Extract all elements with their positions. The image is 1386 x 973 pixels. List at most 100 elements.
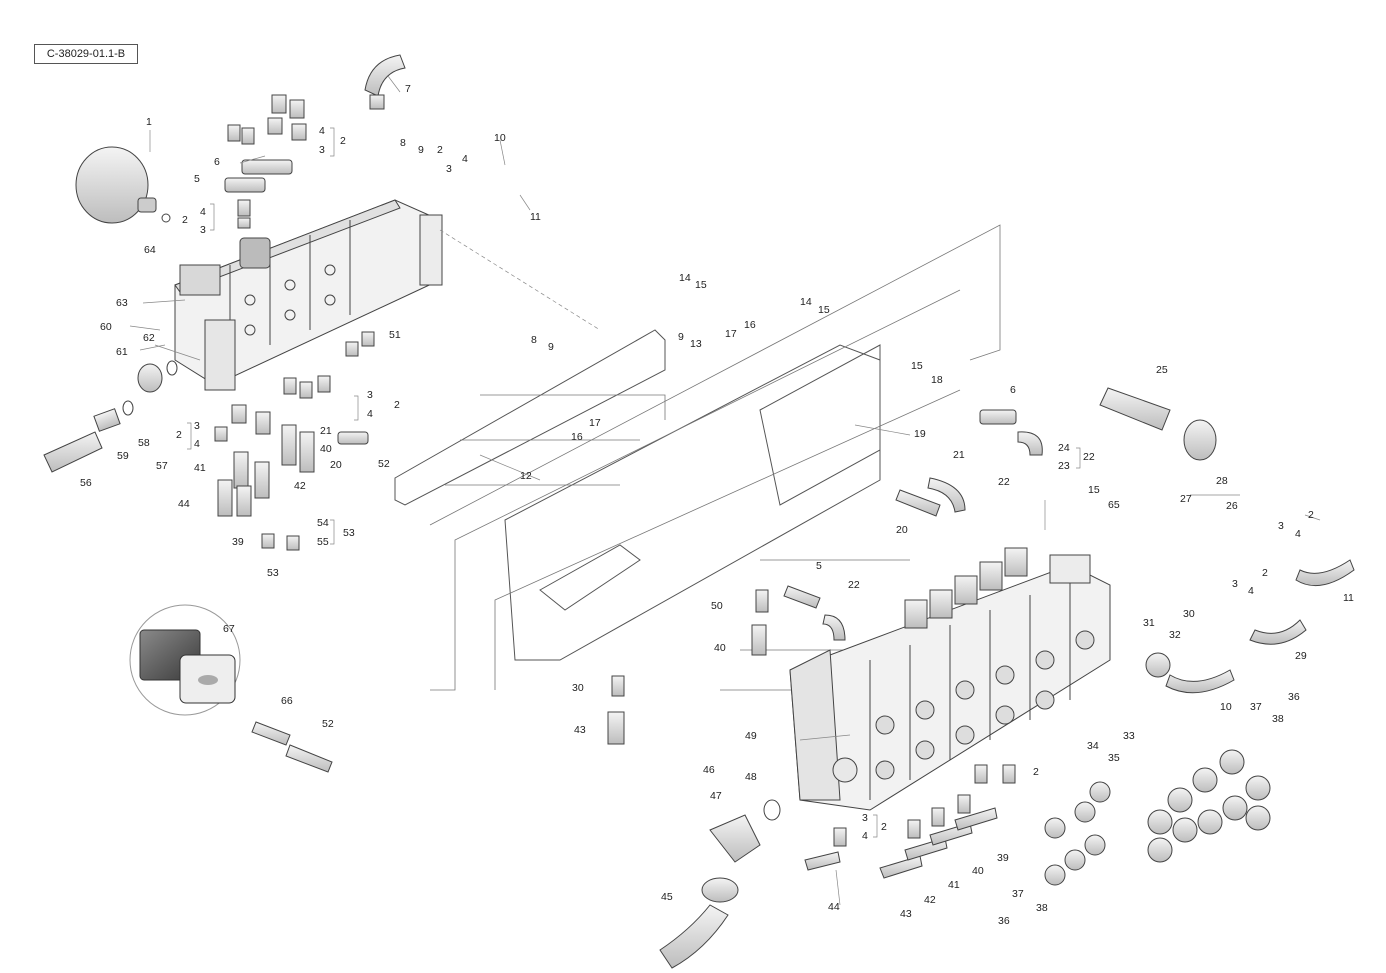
callout-25: 25	[1156, 364, 1168, 376]
callout-18: 18	[931, 374, 943, 386]
adapter-66	[251, 721, 333, 773]
callout-19: 19	[914, 428, 926, 440]
callout-40: 40	[972, 865, 984, 877]
callout-5: 5	[194, 173, 200, 185]
callout-3: 3	[1232, 578, 1238, 590]
callout-2: 2	[1262, 567, 1268, 579]
callout-46: 46	[703, 764, 715, 776]
callout-67: 67	[223, 623, 235, 635]
callout-22: 22	[848, 579, 860, 591]
callout-37: 37	[1250, 701, 1262, 713]
left-fittings	[214, 331, 375, 551]
callout-2: 2	[340, 135, 346, 147]
callout-4: 4	[1248, 585, 1254, 597]
callout-17: 17	[725, 328, 737, 340]
callout-11: 11	[530, 211, 541, 223]
callout-45: 45	[661, 891, 673, 903]
callout-30: 30	[1183, 608, 1195, 620]
callout-8: 8	[400, 137, 406, 149]
callout-brackets	[187, 127, 1081, 838]
callout-31: 31	[1143, 617, 1155, 629]
callout-9: 9	[548, 341, 554, 353]
callout-20: 20	[330, 459, 342, 471]
callout-4: 4	[862, 830, 868, 842]
right-plugs	[1044, 652, 1271, 886]
upper-valve-block	[174, 199, 443, 391]
callout-49: 49	[745, 730, 757, 742]
callout-2: 2	[182, 214, 188, 226]
callout-43: 43	[900, 908, 912, 920]
callout-53: 53	[343, 527, 355, 539]
callout-2: 2	[1308, 509, 1314, 521]
callout-48: 48	[745, 771, 757, 783]
lower-elbow-hose	[659, 799, 781, 969]
callout-61: 61	[116, 346, 128, 358]
callout-2: 2	[437, 144, 443, 156]
callout-15: 15	[1088, 484, 1100, 496]
callout-39: 39	[997, 852, 1009, 864]
callout-37: 37	[1012, 888, 1024, 900]
callout-66: 66	[281, 695, 293, 707]
callout-6: 6	[1010, 384, 1016, 396]
callout-40: 40	[320, 443, 332, 455]
callout-4: 4	[367, 408, 373, 420]
callout-38: 38	[1272, 713, 1284, 725]
callout-3: 3	[194, 420, 200, 432]
callout-41: 41	[194, 462, 206, 474]
callout-13: 13	[690, 338, 702, 350]
callout-3: 3	[446, 163, 452, 175]
callout-38: 38	[1036, 902, 1048, 914]
callout-16: 16	[571, 431, 583, 443]
callout-26: 26	[1226, 500, 1238, 512]
callout-58: 58	[138, 437, 150, 449]
callout-55: 55	[317, 536, 329, 548]
callout-63: 63	[116, 297, 128, 309]
callout-9: 9	[418, 144, 424, 156]
callout-11: 11	[1343, 592, 1354, 604]
callout-33: 33	[1123, 730, 1135, 742]
lower-fittings	[607, 585, 1016, 879]
callout-9: 9	[678, 331, 684, 343]
callout-14: 14	[679, 272, 691, 284]
callout-54: 54	[317, 517, 329, 529]
drawing-reference-label: C-38029-01.1-B	[34, 44, 138, 64]
callout-4: 4	[319, 125, 325, 137]
callout-10: 10	[494, 132, 506, 144]
callout-12: 12	[520, 470, 532, 482]
callout-24: 24	[1058, 442, 1070, 454]
callout-2: 2	[176, 429, 182, 441]
callout-47: 47	[710, 790, 722, 802]
callout-40: 40	[714, 642, 726, 654]
callout-62: 62	[143, 332, 155, 344]
callout-3: 3	[862, 812, 868, 824]
callout-32: 32	[1169, 629, 1181, 641]
callout-27: 27	[1180, 493, 1192, 505]
callout-29: 29	[1295, 650, 1307, 662]
callout-22: 22	[1083, 451, 1095, 463]
callout-44: 44	[828, 901, 840, 913]
callout-36: 36	[998, 915, 1010, 927]
leader-lines	[129, 75, 1321, 906]
callout-3: 3	[367, 389, 373, 401]
callout-34: 34	[1087, 740, 1099, 752]
callout-5: 5	[816, 560, 822, 572]
callout-21: 21	[320, 425, 332, 437]
callout-4: 4	[194, 438, 200, 450]
callout-42: 42	[294, 480, 306, 492]
switch-part	[129, 604, 241, 716]
callout-15: 15	[695, 279, 707, 291]
callout-15: 15	[911, 360, 923, 372]
callout-30: 30	[572, 682, 584, 694]
callout-3: 3	[319, 144, 325, 156]
callout-15: 15	[818, 304, 830, 316]
callout-39: 39	[232, 536, 244, 548]
callout-22: 22	[998, 476, 1010, 488]
callout-8: 8	[531, 334, 537, 346]
callout-51: 51	[389, 329, 401, 341]
callout-2: 2	[881, 821, 887, 833]
upper-fittings	[224, 54, 406, 229]
callout-14: 14	[800, 296, 812, 308]
callout-60: 60	[100, 321, 112, 333]
